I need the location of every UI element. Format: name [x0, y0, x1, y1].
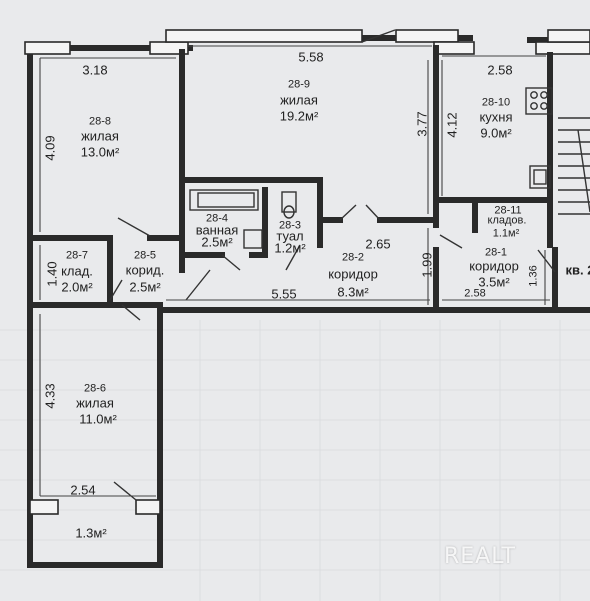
room-name-28-9: жилая	[280, 92, 318, 108]
dimension-label: 2.58	[487, 62, 513, 78]
room-code-28-3: 28-3	[278, 219, 302, 232]
dimension-lines	[39, 45, 550, 497]
bathtub	[189, 189, 259, 211]
interior-walls	[27, 45, 558, 308]
room-name-28-11: кладов.	[487, 214, 527, 227]
room-area-28-2: 8.3м²	[337, 284, 369, 300]
room-code-28-10: 28-10	[481, 96, 511, 109]
dimension-label: 3.77	[414, 111, 430, 137]
dimension-label: 2.54	[70, 482, 96, 498]
staircase	[558, 117, 590, 215]
room-name-28-4: ванная	[195, 222, 239, 238]
room-area-28-7: 2.0м²	[61, 279, 93, 295]
dimension-label: 4.09	[42, 135, 58, 161]
room-name-28-10: кухня	[479, 109, 513, 125]
room-name-28-3: туал	[276, 228, 304, 244]
room-area-28-10: 9.0м²	[480, 125, 512, 141]
room-code-28-1: 28-1	[484, 246, 508, 259]
room-name-28-7: клад.	[61, 263, 93, 279]
room-code-28-7: 28-7	[65, 249, 89, 262]
room-area-28-6: 11.0м²	[79, 411, 117, 427]
room-code-28-8: 28-8	[88, 115, 112, 128]
room-code-28-6: 28-6	[83, 382, 107, 395]
room-code-28-5: 28-5	[133, 249, 157, 262]
room-area-28-9: 19.2м²	[279, 108, 319, 124]
kitchen-sink	[529, 165, 551, 189]
room-area-28-1: 3.5м²	[478, 274, 510, 290]
room-code-28-2: 28-2	[341, 251, 365, 264]
room-code-28-4: 28-4	[205, 212, 229, 225]
room-area-28-8: 13.0м²	[80, 144, 120, 160]
watermark-logo: REALT	[444, 544, 516, 569]
background-grid	[0, 320, 590, 601]
room-name-28-5: корид.	[125, 262, 165, 278]
balcony-area: 1.3м²	[75, 525, 107, 541]
dimension-label: 5.58	[298, 49, 324, 65]
room-area-28-3: 1.2м²	[274, 240, 306, 256]
dimension-label: 4.33	[42, 383, 58, 409]
dimension-label: 1.99	[419, 252, 435, 278]
room-code-28-11: 28-11	[494, 204, 522, 217]
room-code-28-9: 28-9	[287, 78, 311, 91]
room-name-28-2: коридор	[328, 266, 378, 282]
dimension-label: 2.58	[464, 287, 486, 300]
room-name-28-1: коридор	[469, 258, 519, 274]
room-area-28-4: 2.5м²	[201, 234, 233, 250]
room-name-28-6: жилая	[76, 395, 114, 411]
room-area-28-11: 1.1м²	[492, 227, 520, 240]
dimension-label: 5.55	[271, 286, 297, 302]
neighbor-apartment-label: кв. 2	[565, 262, 590, 278]
room-area-28-5: 2.5м²	[129, 279, 161, 295]
dimension-label: 3.18	[82, 62, 108, 78]
dimension-label: 4.12	[444, 112, 460, 138]
stove	[525, 87, 553, 115]
doors	[109, 29, 556, 501]
toilet	[281, 191, 297, 213]
dimension-label: 2.65	[365, 236, 391, 252]
fixtures	[189, 87, 553, 249]
dimension-label: 1.40	[44, 261, 60, 287]
dimension-label: 1.36	[527, 265, 540, 287]
washbasin	[243, 229, 263, 249]
room-name-28-8: жилая	[81, 128, 119, 144]
